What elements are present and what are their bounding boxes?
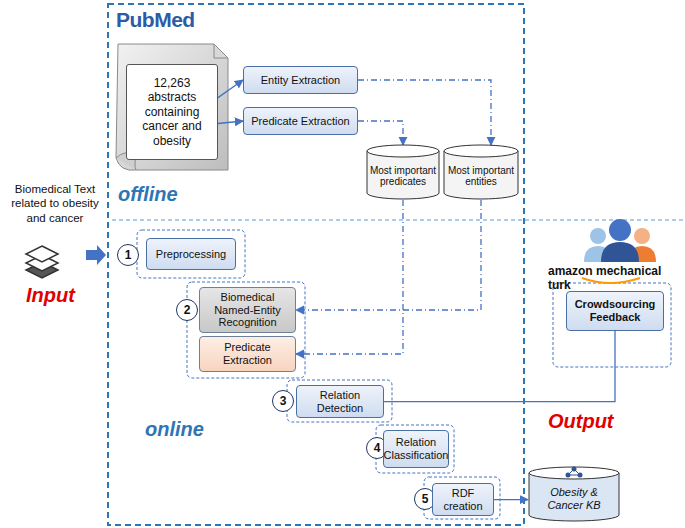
node-text-group: Biomedical Named-Entity Recognition <box>204 291 291 329</box>
node-text: Most important entities <box>446 165 516 188</box>
text-label: Output <box>548 410 638 433</box>
document-fold <box>214 44 228 58</box>
amazon-smile <box>582 278 640 283</box>
node-text-group: 12,263 abstracts containing cancer and o… <box>131 76 213 148</box>
network-icon-dot <box>572 467 577 472</box>
process-box: Relation Classification <box>383 430 449 468</box>
node-text-group: 3 <box>280 394 287 408</box>
stack-icon <box>26 246 58 278</box>
crowd-icon <box>584 219 656 262</box>
process-box: Crowdsourcing Feedback <box>566 291 664 331</box>
node-text: 1 <box>125 248 132 262</box>
text-label: amazon mechanical turk <box>548 264 680 292</box>
node-text: 3 <box>280 394 287 408</box>
node-text: Preprocessing <box>156 248 226 261</box>
document-icon <box>116 44 228 170</box>
process-box: Predicate Extraction <box>243 107 358 135</box>
node-text-group: Relation Detection <box>301 389 379 414</box>
connector <box>218 121 243 124</box>
database-cylinder: Most important entities <box>443 144 519 200</box>
callout-number: 2 <box>176 299 198 321</box>
cylinder-body <box>444 151 518 199</box>
abstracts-box: 12,263 abstracts containing cancer and o… <box>126 64 218 160</box>
text-label: offline <box>118 183 208 206</box>
process-box: Predicate Extraction <box>199 336 296 372</box>
connector <box>494 499 528 500</box>
connector <box>296 200 403 354</box>
node-text: Obesity & Cancer KB <box>532 486 616 511</box>
node-text: Relation Detection <box>301 389 379 414</box>
node-text: 5 <box>422 492 429 506</box>
text-label: Biomedical Text related to obesity and c… <box>2 182 108 225</box>
node-text: 2 <box>184 303 191 317</box>
network-icon-dot <box>566 473 571 478</box>
cylinder-body <box>529 473 619 521</box>
connector <box>358 121 403 145</box>
connector <box>218 80 243 98</box>
callout-number: 1 <box>117 244 139 266</box>
node-text-group: Predicate Extraction <box>251 115 349 128</box>
node-text-group: Preprocessing <box>156 248 226 261</box>
node-text-group: Crowdsourcing Feedback <box>571 298 659 323</box>
node-text: Entity Extraction <box>261 74 340 87</box>
offline-online-separator <box>112 219 685 220</box>
node-text: Most important predicates <box>369 165 437 188</box>
node-text-group: 4 <box>374 441 381 455</box>
system-border <box>108 4 524 525</box>
node-text-group: Most important predicates <box>369 165 437 188</box>
node-text: Predicate Extraction <box>204 341 291 366</box>
node-text-group: 2 <box>184 303 191 317</box>
node-text-group: 5 <box>422 492 429 506</box>
cylinder-top <box>529 467 619 479</box>
node-text: 4 <box>374 441 381 455</box>
process-box: Entity Extraction <box>243 66 358 94</box>
network-icon-dot <box>578 473 583 478</box>
node-text: 12,263 abstracts containing cancer and o… <box>131 76 213 148</box>
node-text: Crowdsourcing Feedback <box>571 298 659 323</box>
process-box: Preprocessing <box>146 238 236 270</box>
node-text-group: Relation Classification <box>384 436 449 461</box>
node-text-group: Entity Extraction <box>261 74 340 87</box>
text-label: PubMed <box>116 8 226 32</box>
connector <box>358 80 491 145</box>
callout-number: 3 <box>272 390 294 412</box>
cylinder-top <box>367 145 439 157</box>
node-text: Predicate Extraction <box>251 115 349 128</box>
node-text-group: Obesity & Cancer KB <box>532 486 616 511</box>
node-text-group: Predicate Extraction <box>204 341 291 366</box>
database-cylinder: Obesity & Cancer KB <box>528 466 620 522</box>
node-text-group: 1 <box>125 248 132 262</box>
text-label: Input <box>26 284 96 307</box>
node-text: RDF creation <box>437 487 489 512</box>
node-text: Biomedical Named-Entity Recognition <box>204 291 291 329</box>
connector <box>296 200 481 310</box>
process-box: RDF creation <box>432 483 494 516</box>
process-box: Biomedical Named-Entity Recognition <box>199 287 296 333</box>
node-text: Relation Classification <box>384 436 449 461</box>
process-box: Relation Detection <box>296 385 384 418</box>
node-text-group: Most important entities <box>446 165 516 188</box>
cylinder-body <box>367 151 439 199</box>
database-cylinder: Most important predicates <box>366 144 440 200</box>
node-text-group: RDF creation <box>437 487 489 512</box>
input-arrow <box>86 245 106 265</box>
connector <box>384 331 615 402</box>
text-label: online <box>145 418 235 441</box>
cylinder-top <box>444 145 518 157</box>
